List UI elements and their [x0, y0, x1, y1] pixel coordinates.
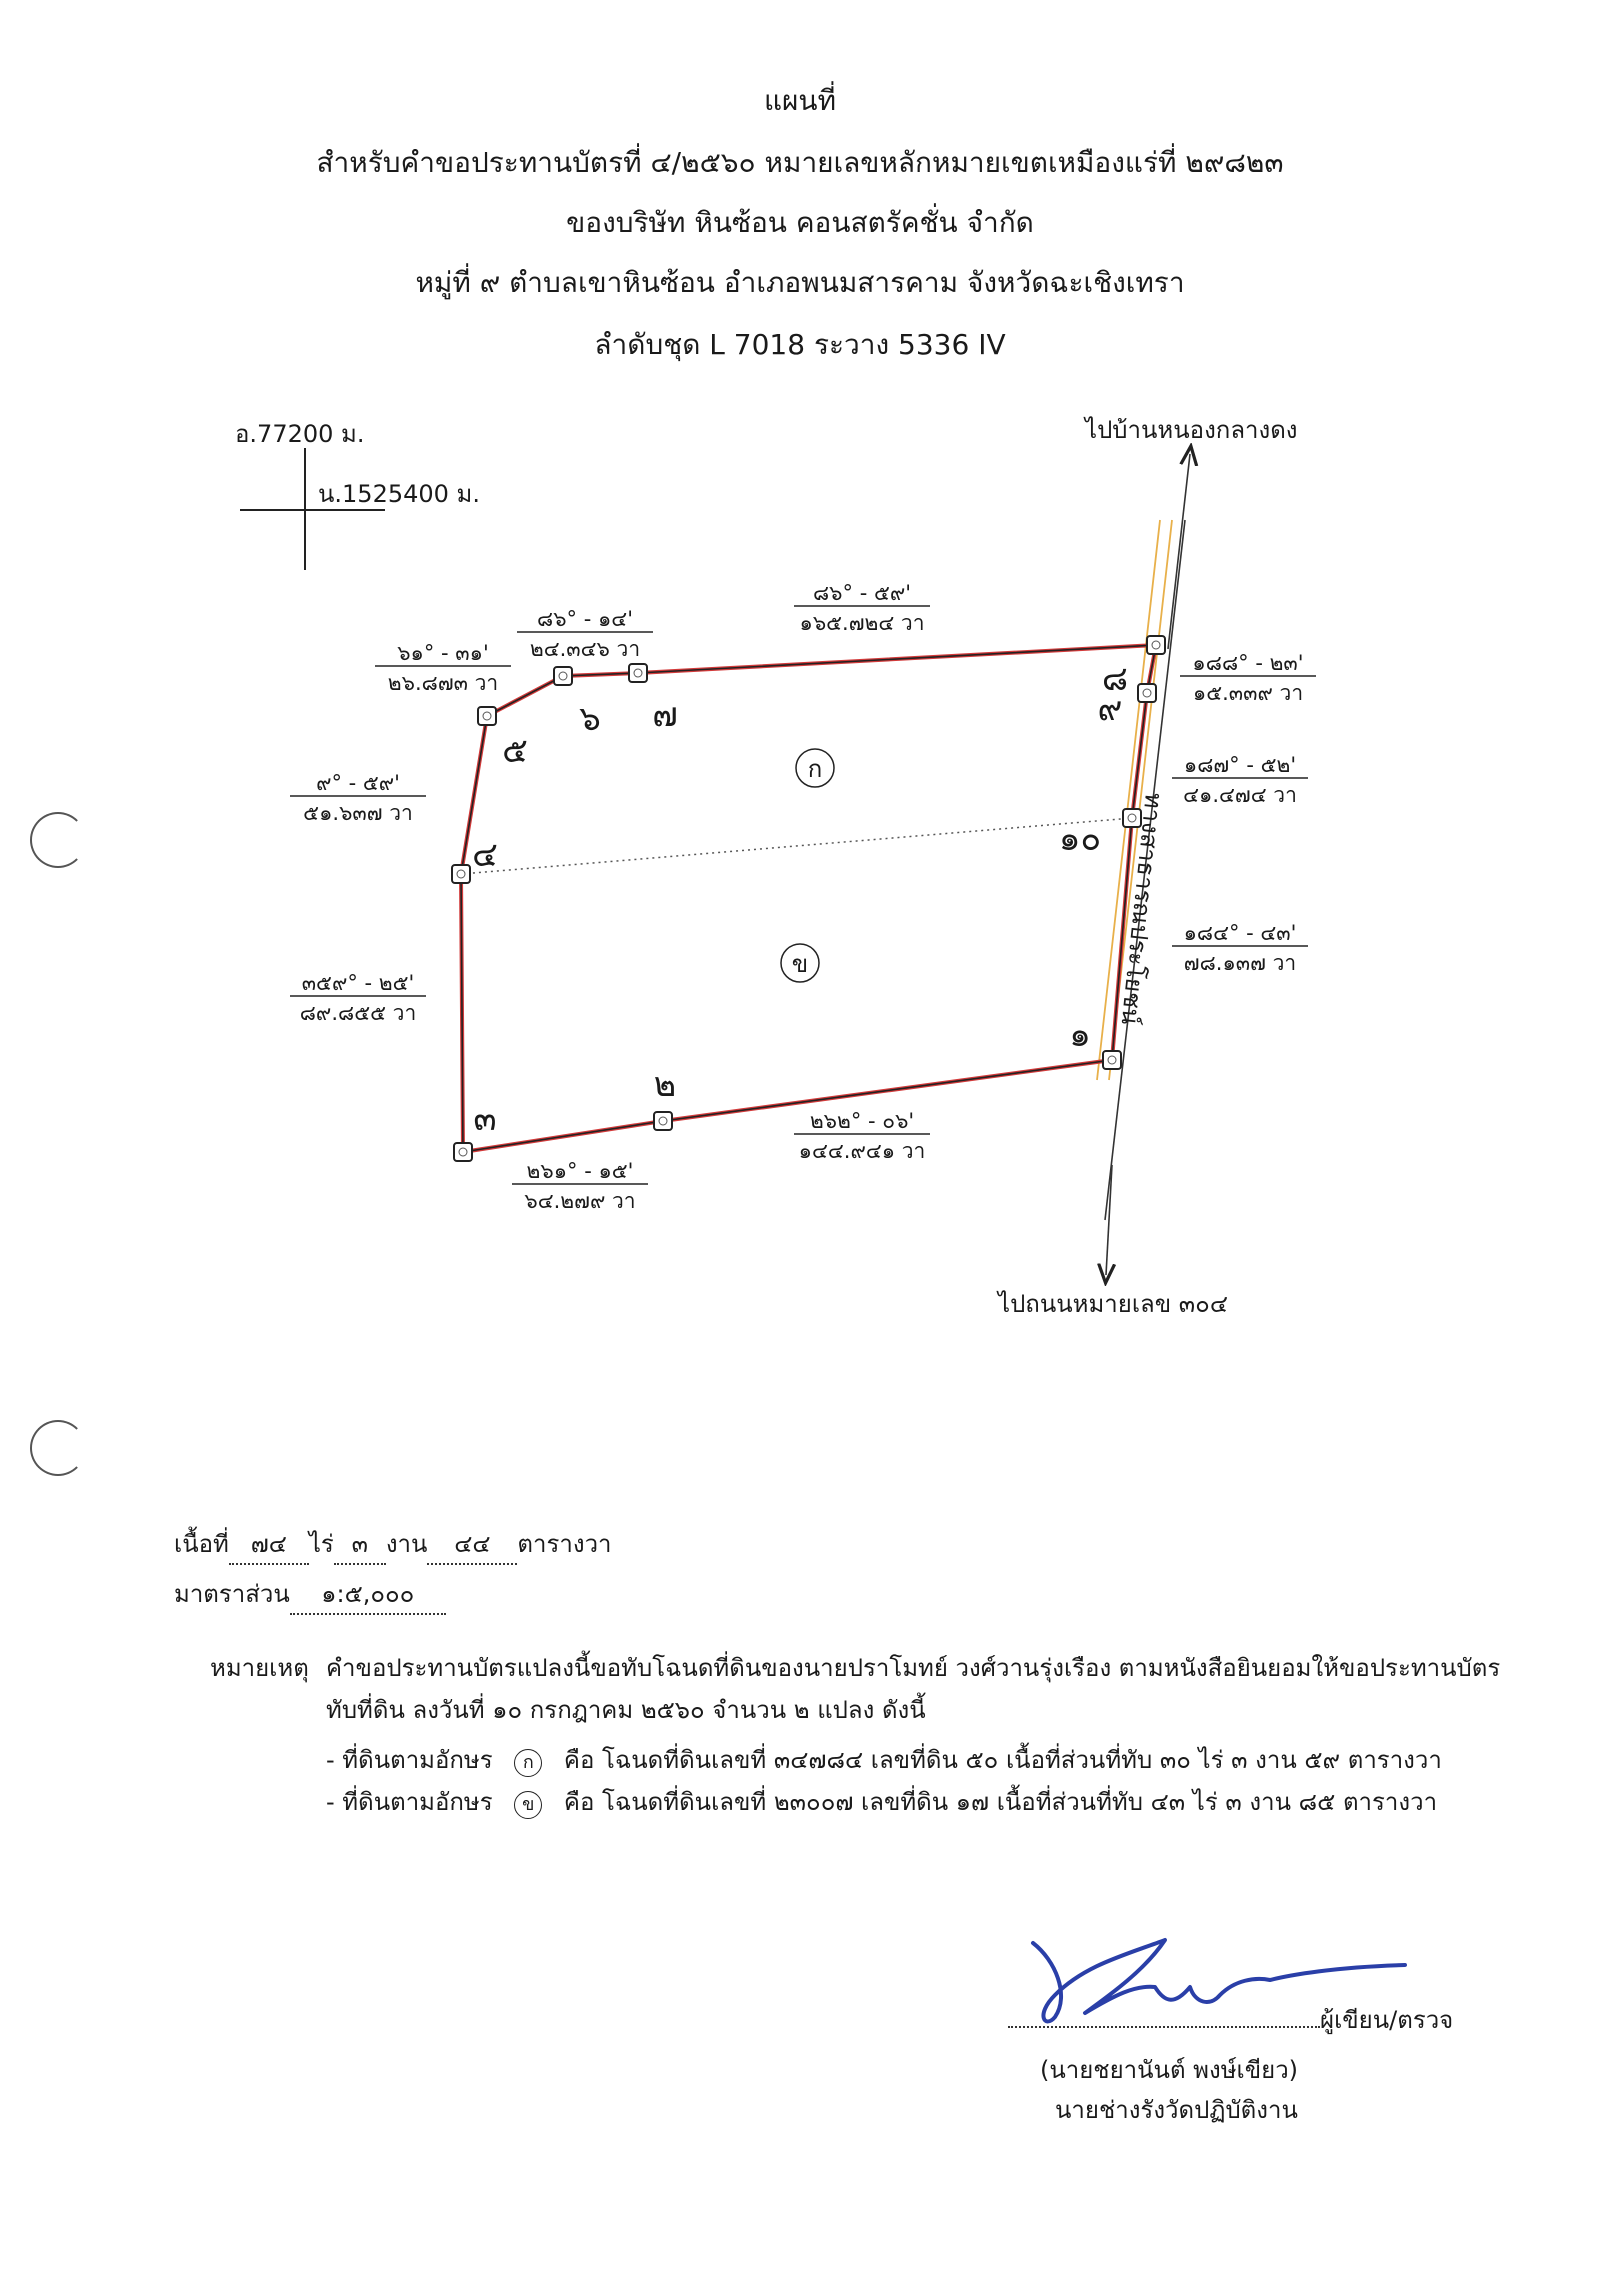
- parcel-a-mark: ก: [514, 1749, 543, 1777]
- point-label-4: ๔: [472, 835, 498, 875]
- parcel-a-circle: [795, 748, 835, 788]
- boundary-marker-7: [628, 663, 648, 683]
- road-north-destination: ไปบ้านหนองกลางดง: [1083, 416, 1298, 444]
- easting-label: อ.77200 ม.: [235, 420, 364, 448]
- boundary-marker-center-10: [1127, 813, 1137, 823]
- header-line-location: หมู่ที่ ๙ ตำบลเขาหินซ้อน อำเภอพนมสารคาม …: [415, 266, 1185, 299]
- public-road: [1096, 454, 1190, 1275]
- parcel-a-label: ก: [808, 755, 823, 783]
- bearing-distance-5: ๒๖.๘๗๓ วา: [388, 671, 498, 695]
- bearing-angle-8: ๑๘๘° - ๒๓': [1192, 651, 1303, 675]
- parcel-boundary: [458, 642, 1159, 1155]
- boundary-marker-5: [477, 706, 497, 726]
- parcel-b-label: ข: [792, 950, 808, 978]
- remarks-item-1-text: คือ โฉนดที่ดินเลขที่ ๓๔๗๘๔ เลขที่ดิน ๕๐ …: [563, 1746, 1442, 1774]
- bearing-angle-1: ๒๖๒° - ๐๖': [810, 1109, 914, 1133]
- area-rai-unit: ไร่: [308, 1530, 334, 1558]
- point-label-10: ๑๐: [1059, 819, 1101, 859]
- area-wa-value: ๔๔: [427, 1524, 518, 1565]
- point-label-6: ๖: [579, 699, 601, 739]
- bearing-angle-10: ๑๘๔° - ๔๓': [1184, 921, 1297, 945]
- remarks-item-2: - ที่ดินตามอักษร ข คือ โฉนดที่ดินเลขที่ …: [326, 1782, 1437, 1821]
- signature-line: ผู้เขียน/ตรวจ: [1008, 2000, 1453, 2039]
- bearing-angle-2: ๒๖๑° - ๑๕': [527, 1159, 634, 1183]
- bearing-distance-1: ๑๔๔.๙๔๑ วา: [799, 1139, 926, 1163]
- road-south-destination: ไปถนนหมายเลข ๓๐๔: [996, 1290, 1228, 1318]
- header-line-sheet: ลำดับชุด L 7018 ระวาง 5336 IV: [594, 328, 1006, 361]
- bearing-distance-6: ๒๔.๓๔๖ วา: [530, 637, 640, 661]
- boundary-marker-center-2: [658, 1116, 668, 1126]
- boundary-marker-center-9: [1142, 688, 1152, 698]
- parcel-b-mark: ข: [514, 1791, 543, 1819]
- punch-hole-icon: [30, 812, 86, 868]
- boundary-marker-6: [553, 666, 573, 686]
- bearing-distance-9: ๔๑.๔๗๔ วา: [1183, 783, 1297, 807]
- scale-value: ๑:๕,๐๐๐: [289, 1574, 446, 1615]
- bearing-angle-3: ๓๕๙° - ๒๕': [302, 971, 415, 995]
- northing-label: น.1525400 ม.: [318, 480, 480, 508]
- bearing-distance-4: ๕๑.๖๓๗ วา: [303, 801, 413, 825]
- bearing-distance-7: ๑๖๕.๗๒๔ วา: [799, 611, 924, 635]
- header-line-company: ของบริษัท หินซ้อน คอนสตรัคชั่น จำกัด: [566, 206, 1034, 239]
- signature-role: ผู้เขียน/ตรวจ: [1320, 2006, 1454, 2034]
- bearing-angle-6: ๘๖° - ๑๔': [537, 607, 633, 631]
- boundary-marker-center-1: [1107, 1055, 1117, 1065]
- boundary-marker-2: [653, 1111, 673, 1131]
- area-line: เนื้อที่๗๔ไร่๓งาน๔๔ตารางวา: [174, 1524, 612, 1565]
- boundary-marker-10: [1122, 808, 1142, 828]
- punch-hole-icon: [30, 1420, 86, 1476]
- signer-title: นายช่างรังวัดปฏิบัติงาน: [1055, 2096, 1298, 2124]
- remarks-item-2-prefix: - ที่ดินตามอักษร: [326, 1788, 493, 1816]
- boundary-marker-3: [453, 1142, 473, 1162]
- boundary-marker-1: [1102, 1050, 1122, 1070]
- bearing-distance-3: ๘๙.๘๕๕ วา: [300, 1001, 417, 1025]
- parcel-b-circle: [780, 943, 820, 983]
- survey-map: อ.77200 ม. น.1525400 ม. ไปบ้านหนองกลางดง…: [235, 416, 1316, 1318]
- point-label-3: ๓: [473, 1099, 496, 1139]
- point-label-7: ๗: [652, 695, 678, 735]
- bearing-angle-5: ๖๑° - ๓๑': [397, 641, 489, 665]
- area-ngan-unit: งาน: [385, 1530, 428, 1558]
- header-line-application: สำหรับคำขอประทานบัตรที่ ๔/๒๕๖๐ หมายเลขหล…: [316, 146, 1284, 179]
- map-title: แผนที่: [763, 84, 837, 117]
- point-label-9: ๙: [1098, 689, 1123, 729]
- area-wa-unit: ตารางวา: [517, 1530, 612, 1558]
- bearing-distance-8: ๑๕.๓๓๙ วา: [1193, 681, 1303, 705]
- boundary-marker-center-7: [633, 668, 643, 678]
- boundary-marker-8: [1146, 635, 1166, 655]
- area-label: เนื้อที่: [174, 1530, 229, 1558]
- grid-reference-cross: [240, 448, 385, 570]
- remarks-text-2: ทับที่ดิน ลงวันที่ ๑๐ กรกฎาคม ๒๕๖๐ จำนวน…: [326, 1696, 926, 1724]
- remarks-item-1: - ที่ดินตามอักษร ก คือ โฉนดที่ดินเลขที่ …: [326, 1740, 1442, 1779]
- boundary-marker-center-4: [456, 869, 466, 879]
- bearing-angle-7: ๘๖° - ๕๙': [813, 581, 911, 605]
- area-ngan-value: ๓: [333, 1524, 386, 1565]
- scale-line: มาตราส่วน๑:๕,๐๐๐: [174, 1574, 446, 1615]
- remarks-item-1-prefix: - ที่ดินตามอักษร: [326, 1746, 493, 1774]
- signer-name: (นายชยานันต์ พงษ์เขียว): [1040, 2056, 1299, 2084]
- bearing-angle-9: ๑๘๗° - ๕๒': [1184, 753, 1296, 777]
- remarks-item-2-text: คือ โฉนดที่ดินเลขที่ ๒๓๐๐๗ เลขที่ดิน ๑๗ …: [563, 1788, 1438, 1816]
- point-label-1: ๑: [1069, 1015, 1091, 1055]
- area-rai-value: ๗๔: [228, 1524, 309, 1565]
- bearing-distance-2: ๖๔.๒๗๙ วา: [524, 1189, 635, 1213]
- boundary-marker-center-6: [558, 671, 568, 681]
- boundary-marker-center-3: [458, 1147, 468, 1157]
- point-label-8: ๘: [1102, 659, 1128, 699]
- point-label-2: ๒: [654, 1065, 676, 1105]
- remarks-label: หมายเหตุ: [210, 1654, 309, 1682]
- remarks-text-1: คำขอประทานบัตรแปลงนี้ขอทับโฉนดที่ดินของน…: [326, 1654, 1501, 1682]
- boundary-marker-center-5: [482, 711, 492, 721]
- boundary-marker-center-8: [1151, 640, 1161, 650]
- scale-label: มาตราส่วน: [174, 1580, 290, 1608]
- point-label-5: ๕: [502, 731, 528, 771]
- bearing-angle-4: ๙° - ๕๙': [316, 771, 400, 795]
- boundary-marker-4: [451, 864, 471, 884]
- signature-scribble: [1031, 1938, 1407, 2024]
- boundary-marker-9: [1137, 683, 1157, 703]
- bearing-distance-10: ๗๘.๑๓๗ วา: [1184, 951, 1296, 975]
